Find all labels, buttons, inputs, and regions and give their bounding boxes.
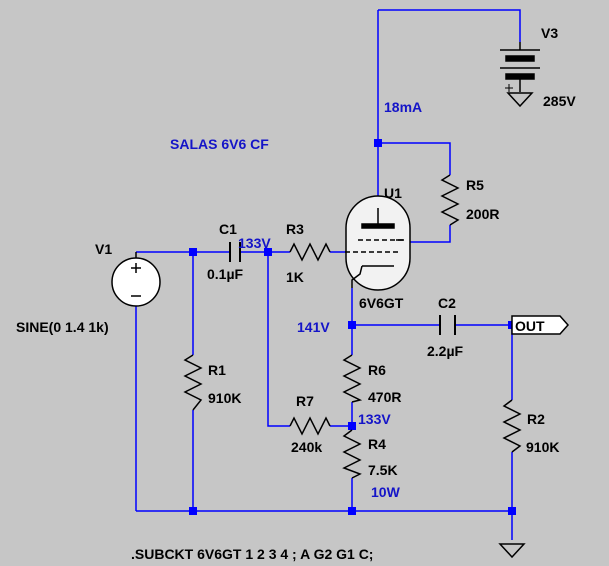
capacitor-icon[interactable] [229, 242, 241, 262]
resistor-icon[interactable] [342, 354, 363, 403]
u1-ref: U1 [384, 185, 402, 201]
resistor-icon[interactable] [289, 416, 331, 436]
r2-ref: R2 [527, 411, 545, 427]
resistor-icon[interactable] [183, 354, 203, 411]
battery-icon[interactable] [500, 42, 540, 92]
r6-value: 470R [368, 389, 402, 405]
out-port-label[interactable]: OUT [515, 318, 545, 334]
resistor-icon[interactable] [342, 429, 362, 479]
r4-power-label: 10W [371, 484, 400, 500]
r1-value: 910K [208, 390, 242, 406]
ground-icon [506, 92, 534, 108]
ground-icon [498, 543, 526, 559]
r2-value: 910K [526, 439, 560, 455]
r7-ref: R7 [296, 393, 314, 409]
r4-value: 7.5K [368, 462, 398, 478]
resistor-icon[interactable] [289, 242, 331, 262]
tap-voltage-label: 133V [358, 411, 391, 427]
schematic-title: SALAS 6V6 CF [170, 136, 269, 152]
v1-ref: V1 [95, 241, 113, 257]
c1-ref: C1 [219, 221, 237, 237]
capacitor-icon[interactable] [439, 315, 456, 335]
output-port-icon[interactable] [511, 315, 570, 335]
r4-ref: R4 [368, 436, 386, 452]
resistor-icon[interactable] [440, 174, 460, 226]
u1-value: 6V6GT [359, 295, 404, 311]
c2-value: 2.2µF [427, 343, 464, 359]
r3-value: 1K [286, 269, 304, 285]
r3-ref: R3 [286, 221, 304, 237]
grid-voltage-label: 133V [238, 235, 271, 251]
netlist-directive[interactable]: .SUBCKT 6V6GT 1 2 3 4 ; A G2 G1 C; [131, 546, 374, 562]
cathode-voltage-label: 141V [297, 319, 330, 335]
c2-ref: C2 [438, 295, 456, 311]
wires [135, 9, 521, 540]
r6-ref: R6 [368, 362, 386, 378]
r5-value: 200R [466, 206, 500, 222]
c1-value: 0.1µF [207, 266, 244, 282]
v1-value: SINE(0 1.4 1k) [16, 319, 109, 335]
resistor-icon[interactable] [502, 399, 522, 453]
anode-current-label: 18mA [384, 99, 423, 115]
r1-ref: R1 [208, 362, 226, 378]
r7-value: 240k [291, 439, 323, 455]
triode-tube-icon[interactable] [345, 195, 411, 291]
r5-ref: R5 [466, 177, 484, 193]
sine-source-icon[interactable] [111, 252, 161, 307]
v3-ref: V3 [541, 25, 559, 41]
junctions [189, 139, 516, 515]
v3-value: 285V [543, 93, 576, 109]
